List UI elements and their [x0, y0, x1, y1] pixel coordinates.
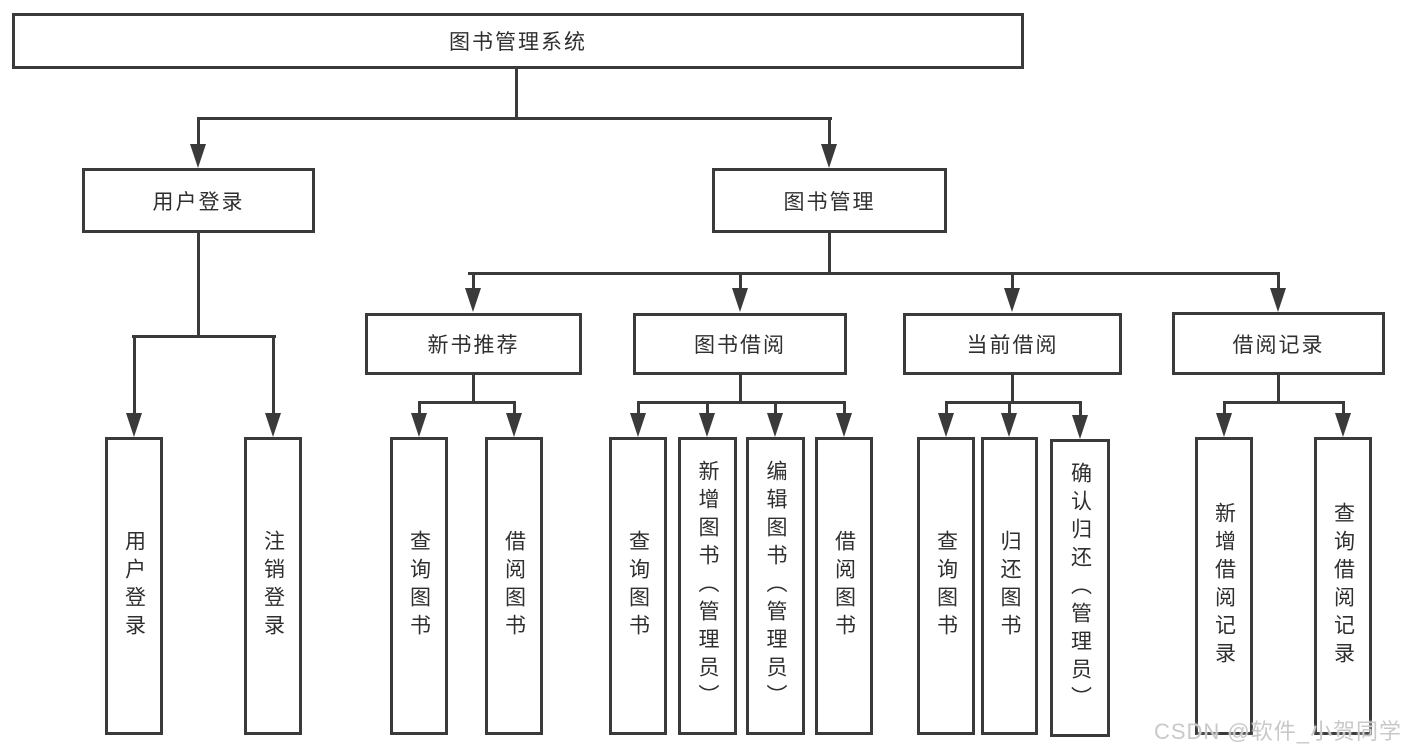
leaf-label: 用户登录 — [122, 530, 146, 642]
node-label: 图书管理系统 — [449, 31, 587, 54]
connector-book-borrowing-horizontal — [637, 401, 845, 404]
arrowhead — [699, 413, 715, 437]
node-label: 借阅记录 — [1232, 333, 1325, 357]
leaf-label: 确认归还（管理员） — [1068, 462, 1092, 714]
leaf-label: 借阅图书 — [502, 530, 526, 642]
csdn-watermark: CSDN @软件_小贺同学 — [1153, 719, 1402, 744]
connector-stem — [706, 401, 709, 417]
node-borrowing-records: 借阅记录 — [1172, 312, 1385, 375]
connector-stem — [1079, 401, 1082, 417]
node-book-management-module: 图书管理 — [712, 168, 947, 233]
arrowhead-to-book-borrowing — [732, 288, 748, 312]
leaf-label: 借阅图书 — [832, 530, 856, 642]
connector-stem-leaf-logout — [272, 335, 275, 417]
node-label: 新书推荐 — [427, 334, 520, 357]
node-label: 用户登录 — [152, 190, 245, 214]
leaf-label: 新增借阅记录 — [1212, 502, 1236, 670]
arrowhead-to-book-management — [821, 144, 837, 168]
leaf-label: 归还图书 — [998, 530, 1021, 642]
leaf-label: 新增图书（管理员） — [696, 460, 719, 712]
connector-current-borrowing-horizontal — [945, 401, 1080, 404]
node-book-borrowing: 图书借阅 — [633, 313, 847, 375]
node-new-book-recommend: 新书推荐 — [365, 313, 582, 375]
leaf-label: 查询图书 — [934, 530, 958, 642]
connector-borrowing-records-horizontal — [1223, 401, 1344, 404]
arrowhead — [836, 413, 852, 437]
leaf-query-books-borrowing: 查询图书 — [609, 437, 667, 735]
arrowhead — [1216, 413, 1232, 437]
arrowhead — [1072, 415, 1088, 439]
connector-stem — [774, 401, 777, 417]
connector-stem-book-borrowing — [739, 272, 742, 292]
arrowhead — [938, 413, 954, 437]
arrowhead — [1335, 413, 1351, 437]
leaf-query-borrow-record: 查询借阅记录 — [1314, 437, 1372, 735]
leaf-add-books-admin: 新增图书（管理员） — [678, 437, 737, 735]
connector-book-management-horizontal — [468, 272, 1280, 275]
node-label: 图书管理 — [783, 190, 876, 214]
node-current-borrowing: 当前借阅 — [903, 313, 1122, 375]
leaf-borrow-books: 借阅图书 — [815, 437, 873, 735]
connector-book-borrowing-down — [739, 375, 742, 404]
arrowhead-to-user-login — [190, 144, 206, 168]
node-label: 图书借阅 — [694, 334, 786, 357]
leaf-query-books-current: 查询图书 — [917, 437, 975, 735]
arrowhead — [630, 413, 646, 437]
leaf-user-login: 用户登录 — [105, 437, 163, 735]
connector-stem — [843, 401, 846, 417]
node-root-library-management-system: 图书管理系统 — [12, 13, 1024, 69]
connector-borrowing-records-down — [1277, 375, 1280, 404]
connector-new-book-down — [472, 375, 475, 404]
connector-user-login-down — [197, 233, 200, 338]
connector-book-management-down — [828, 233, 831, 275]
leaf-return-books: 归还图书 — [981, 437, 1038, 735]
arrowhead — [411, 413, 427, 437]
connector-current-borrowing-down — [1011, 375, 1014, 404]
connector-stem-book-management — [828, 117, 831, 149]
arrowhead-to-borrowing-records — [1270, 288, 1286, 312]
arrowhead — [767, 413, 783, 437]
connector-user-login-horizontal — [132, 335, 276, 338]
leaf-logout: 注销登录 — [244, 437, 302, 735]
connector-stem-leaf-user-login — [133, 335, 136, 417]
leaf-label: 查询图书 — [626, 530, 650, 642]
connector-root-horizontal — [197, 117, 832, 120]
leaf-label: 注销登录 — [261, 530, 285, 642]
arrowhead-to-leaf-logout — [265, 413, 281, 437]
connector-stem — [1223, 401, 1226, 417]
connector-new-book-horizontal — [418, 401, 514, 404]
node-label: 当前借阅 — [966, 334, 1059, 357]
arrowhead — [506, 413, 522, 437]
arrowhead-to-leaf-user-login — [126, 413, 142, 437]
connector-stem — [513, 401, 516, 417]
leaf-confirm-return-admin: 确认归还（管理员） — [1050, 439, 1110, 737]
connector-stem-current-borrowing — [1011, 272, 1014, 292]
leaf-add-borrow-record: 新增借阅记录 — [1195, 437, 1253, 735]
connector-stem — [1342, 401, 1345, 417]
leaf-label: 编辑图书（管理员） — [764, 460, 787, 712]
connector-stem — [418, 401, 421, 417]
leaf-query-books-recommend: 查询图书 — [390, 437, 448, 735]
connector-stem-user-login — [197, 117, 200, 149]
arrowhead-to-current-borrowing — [1004, 288, 1020, 312]
connector-stem — [637, 401, 640, 417]
leaf-label: 查询借阅记录 — [1331, 502, 1355, 670]
leaf-label: 查询图书 — [407, 530, 431, 642]
connector-root-down — [515, 69, 518, 119]
connector-stem — [1008, 401, 1011, 417]
leaf-borrow-books-recommend: 借阅图书 — [485, 437, 543, 735]
connector-stem — [945, 401, 948, 417]
leaf-edit-books-admin: 编辑图书（管理员） — [746, 437, 805, 735]
arrowhead — [1001, 413, 1017, 437]
connector-stem-new-book-recommend — [472, 272, 475, 292]
arrowhead-to-new-book-recommend — [465, 288, 481, 312]
node-user-login-module: 用户登录 — [82, 168, 315, 233]
connector-stem-borrowing-records — [1277, 272, 1280, 292]
